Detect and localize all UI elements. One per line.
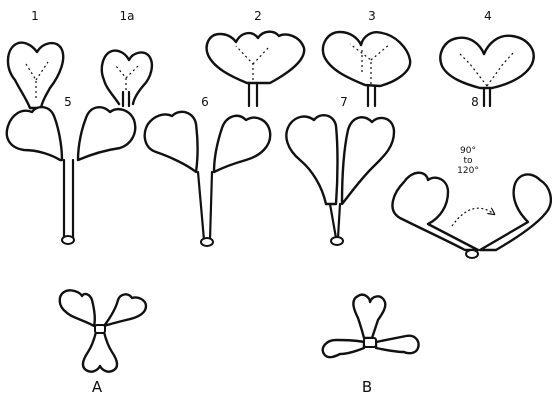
cotyledon-pair (8, 43, 63, 108)
hypocotyl (64, 160, 73, 238)
seedling-view-a (60, 290, 146, 371)
seedling-stage-1a (102, 51, 152, 106)
seedling-stage-6 (145, 112, 270, 246)
cotyledon-left (145, 112, 198, 172)
cotyledon-pair (207, 32, 305, 83)
seedling-stage-5 (7, 107, 135, 244)
cotyledon-upper-left (60, 290, 95, 326)
hypocotyl-base (466, 250, 478, 258)
cotyledon-left-with-petiole (392, 173, 478, 250)
cotyledon-pair (323, 32, 410, 86)
hypocotyl (330, 204, 340, 238)
angle-arc (452, 208, 494, 226)
seedling-stage-3 (323, 32, 410, 106)
view-a-node (95, 325, 105, 333)
cotyledon-pair (440, 36, 533, 88)
hypocotyl-base (331, 237, 343, 245)
hypocotyl-base (62, 236, 74, 244)
hypocotyl (249, 83, 257, 106)
seedling-stage-8 (392, 173, 550, 258)
cotyledon-top (353, 295, 385, 338)
cotyledon-right (376, 336, 419, 354)
cotyledon-right (214, 116, 270, 172)
cotyledon-right (342, 117, 394, 204)
seedling-stage-7 (286, 115, 394, 245)
seedling-stage-1 (8, 43, 63, 108)
hypocotyl (484, 88, 490, 106)
seedling-stage-4 (440, 36, 533, 106)
cotyledon-left (323, 340, 364, 357)
seedling-stage-2 (207, 32, 305, 106)
hypocotyl (198, 172, 212, 240)
hypocotyl (368, 86, 375, 106)
seedling-view-b (323, 295, 419, 357)
cotyledon-upper-right (104, 294, 146, 326)
hypocotyl-base (201, 238, 213, 246)
view-b-node (364, 338, 376, 347)
cotyledon-left (7, 107, 62, 160)
cotyledon-right (78, 107, 135, 160)
cotyledon-lower (83, 332, 117, 372)
cotyledon-left (286, 115, 337, 204)
